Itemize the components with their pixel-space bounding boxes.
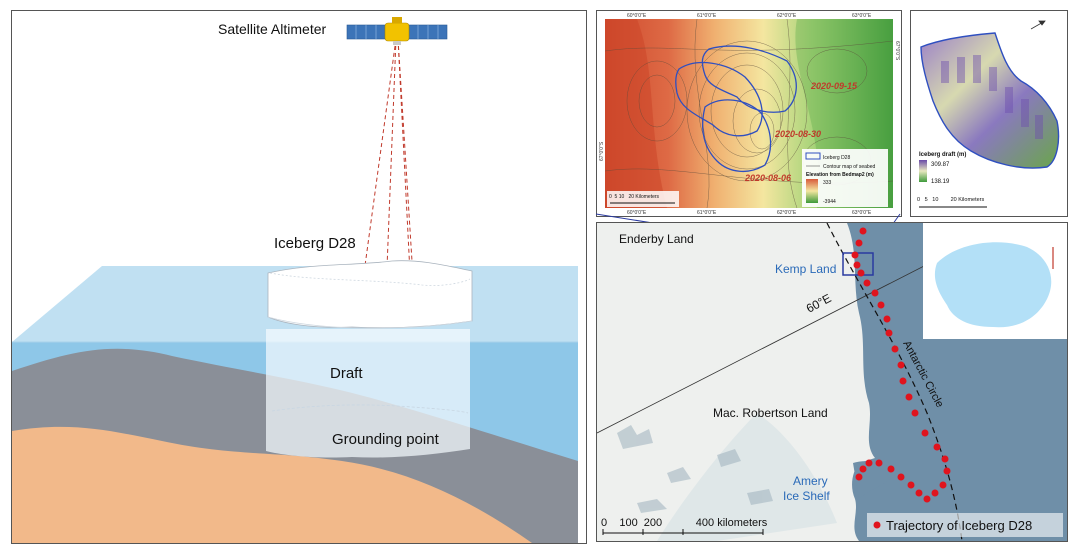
elevation-map-svg: 2020-09-15 2020-08-30 2020-08-06 Iceberg… xyxy=(599,13,900,216)
trajectory-dot xyxy=(911,409,919,417)
trajectory-dot xyxy=(863,279,871,287)
lat-tick-left: 67°0'0"S xyxy=(599,141,605,161)
date-label-1: 2020-09-15 xyxy=(810,81,858,91)
satellite-label: Satellite Altimeter xyxy=(218,21,326,37)
draft-texture xyxy=(941,55,1043,139)
date-label-2: 2020-08-30 xyxy=(774,129,821,139)
trajectory-dot xyxy=(859,227,867,235)
lon-tick-top-4: 63°0'0"E xyxy=(852,13,872,19)
legend-elev-high: 333 xyxy=(823,180,832,186)
kemp-land-label: Kemp Land xyxy=(775,262,836,276)
trajectory-dots xyxy=(851,227,951,503)
legend-contour-label: Contour map of seabed xyxy=(823,164,875,170)
trajectory-dot xyxy=(923,495,931,503)
draft-legend-bar xyxy=(919,160,927,182)
north-arrow-icon xyxy=(1030,20,1046,30)
antarctic-scale-label: 0 100 200 400 kilometers xyxy=(601,517,768,529)
mac-robertson-land-label: Mac. Robertson Land xyxy=(713,406,828,420)
trajectory-dot xyxy=(875,459,883,467)
draft-map-svg: Iceberg draft (m) 309.87 138.19 0 5 10 2… xyxy=(917,20,1060,208)
land-area xyxy=(597,223,875,541)
trajectory-dot xyxy=(877,301,885,309)
terrain-texture xyxy=(617,425,773,513)
schematic-panel: Satellite Altimeter Iceberg D28 Draft Gr… xyxy=(11,10,587,544)
lon-tick-top-2: 61°0'0"E xyxy=(697,13,717,19)
draft-legend-min: 138.19 xyxy=(931,179,950,185)
trajectory-dot xyxy=(859,465,867,473)
legend-elevation-title: Elevation from Bedmap2 (m) xyxy=(806,172,874,178)
trajectory-dot xyxy=(897,473,905,481)
draft-legend-title: Iceberg draft (m) xyxy=(919,152,966,158)
trajectory-dot xyxy=(857,269,865,277)
legend-elev-low: -3944 xyxy=(823,199,836,205)
trajectory-dot xyxy=(939,481,947,489)
antarctica-inset xyxy=(923,223,1067,339)
iceberg-underwater xyxy=(266,329,470,458)
trajectory-dot xyxy=(871,289,879,297)
elevation-scale-label: 0 5 10 20 Kilometers xyxy=(609,194,660,200)
trajectory-dot xyxy=(899,377,907,385)
legend-outline-label: Iceberg D28 xyxy=(823,155,850,161)
elevation-legend: Iceberg D28 Contour map of seabed Elevat… xyxy=(802,149,888,207)
trajectory-dot xyxy=(855,473,863,481)
iceberg-draft-raster xyxy=(920,32,1060,169)
trajectory-dot xyxy=(915,489,923,497)
lon-tick-bottom-1: 60°0'0"E xyxy=(627,210,647,216)
trajectory-dot xyxy=(855,239,863,247)
sediment-layer xyxy=(12,426,532,543)
trajectory-legend-label: Trajectory of Iceberg D28 xyxy=(886,518,1032,533)
draft-legend-max: 309.87 xyxy=(931,162,950,168)
trajectory-dot xyxy=(905,393,913,401)
trajectory-dot xyxy=(941,455,949,463)
date-label-3: 2020-08-06 xyxy=(744,173,792,183)
lat-tick-right: 67°0'0"S xyxy=(894,41,900,61)
iceberg-top xyxy=(267,260,473,329)
antarctic-scale-bar: 0 100 200 400 kilometers xyxy=(601,517,768,535)
elevation-scale-bar: 0 5 10 20 Kilometers xyxy=(607,191,679,207)
trajectory-dot xyxy=(853,261,861,269)
lon-tick-bottom-2: 61°0'0"E xyxy=(697,210,717,216)
trajectory-dot xyxy=(885,329,893,337)
altimeter-beams xyxy=(363,38,415,294)
trajectory-dot xyxy=(907,481,915,489)
satellite-icon xyxy=(346,17,448,45)
kemp-land-box xyxy=(842,252,874,276)
trajectory-dot xyxy=(931,489,939,497)
amery-label-line1: Amery xyxy=(793,474,828,488)
lon-tick-bottom-3: 62°0'0"E xyxy=(777,210,797,216)
trajectory-dot xyxy=(897,361,905,369)
trajectory-legend: Trajectory of Iceberg D28 xyxy=(867,513,1063,537)
trajectory-dot xyxy=(891,345,899,353)
amery-label-line2: Ice Shelf xyxy=(783,489,830,503)
iceberg-outlines xyxy=(675,45,797,172)
elevation-map-panel: 2020-09-15 2020-08-30 2020-08-06 Iceberg… xyxy=(596,10,902,217)
schematic-svg: Satellite Altimeter Iceberg D28 Draft Gr… xyxy=(12,17,578,543)
trajectory-dot xyxy=(883,315,891,323)
iceberg-label: Iceberg D28 xyxy=(274,235,356,252)
trajectory-dot xyxy=(887,465,895,473)
lon-tick-top-3: 62°0'0"E xyxy=(777,13,797,19)
trajectory-dot xyxy=(921,429,929,437)
antarctic-map-panel: Enderby Land Kemp Land 60°E Antarctic Ci… xyxy=(596,222,1068,542)
trajectory-dot xyxy=(943,467,951,475)
trajectory-dot xyxy=(851,251,859,259)
lon-tick-bottom-4: 63°0'0"E xyxy=(852,210,872,216)
lon-tick-top-1: 60°0'0"E xyxy=(627,13,647,19)
trajectory-dot xyxy=(865,459,873,467)
draft-label: Draft xyxy=(330,365,363,382)
antarctic-map-svg: Enderby Land Kemp Land 60°E Antarctic Ci… xyxy=(597,223,1067,541)
grounding-label: Grounding point xyxy=(332,431,440,448)
enderby-land-label: Enderby Land xyxy=(619,232,694,246)
trajectory-dot xyxy=(933,443,941,451)
draft-scale-label: 0 5 10 20 Kilometers xyxy=(917,197,985,203)
draft-map-panel: Iceberg draft (m) 309.87 138.19 0 5 10 2… xyxy=(910,10,1068,217)
